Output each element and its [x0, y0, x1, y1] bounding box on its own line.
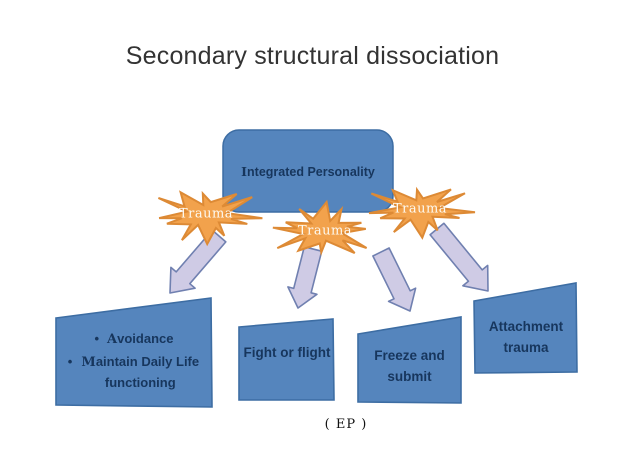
- down-block-arrow-icon-to-attachment-trauma: [429, 222, 489, 292]
- explosion-starburst-icon-middle: [272, 199, 368, 257]
- freeze-and-submit-box: [357, 316, 462, 404]
- attachment-trauma-box: [473, 282, 578, 374]
- down-block-arrow-icon-to-avoidance: [169, 229, 227, 294]
- fight-or-flight-box: [238, 318, 335, 401]
- explosion-starburst-icon-left: [157, 190, 263, 247]
- down-block-arrow-icon-to-fight-or-flight: [287, 246, 323, 309]
- down-block-arrow-icon-to-freeze-and-submit: [372, 247, 417, 312]
- integrated-personality-box: [222, 129, 394, 213]
- explosion-starburst-icon-right: [368, 186, 476, 240]
- avoidance-box: [55, 297, 213, 408]
- slide-title: Secondary structural dissociation: [125, 42, 500, 70]
